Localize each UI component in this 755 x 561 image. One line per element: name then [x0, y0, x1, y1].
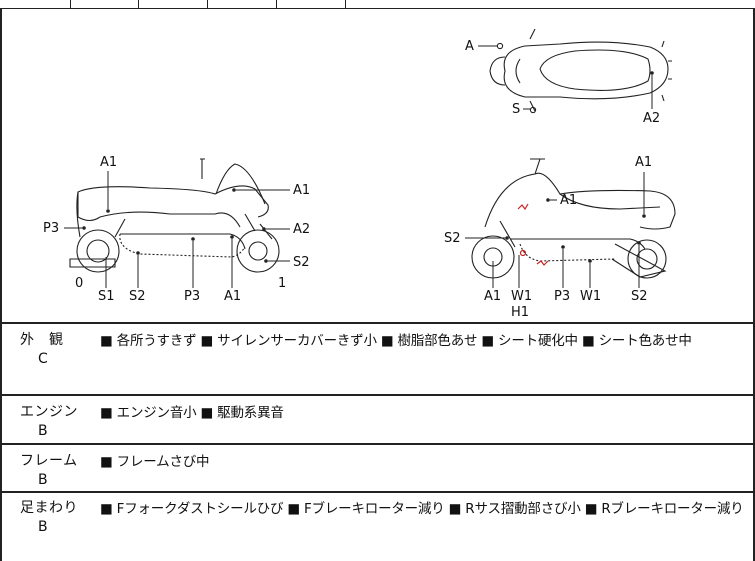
label-S2-bottom: S2 — [129, 289, 146, 304]
section-engine-items: ■ エンジン音小 ■ 駆動系異音 — [100, 405, 284, 421]
label-W1-bottom-right-1: W1 — [511, 289, 532, 304]
callout-P3-left: P3 — [43, 221, 59, 236]
section-engine-grade: B — [38, 423, 48, 439]
right-view-damage-marks — [517, 203, 549, 266]
header-table-strip — [0, 0, 755, 9]
label-A1-bottom: A1 — [224, 289, 241, 304]
section-frame-label: フレーム — [20, 453, 78, 469]
section-exterior-items: ■ 各所うすきず ■ サイレンサーカバーきず小 ■ 樹脂部色あせ ■ シート硬化… — [100, 333, 692, 349]
section-exterior-grade: C — [38, 351, 48, 367]
right-view-callouts: A1 A1 S2 A1 W1 H1 P3 W1 S2 — [444, 155, 652, 320]
label-P3-bottom-right: P3 — [554, 289, 570, 304]
label-A1-bottom-right: A1 — [484, 289, 501, 304]
section-engine-label: エンジン — [20, 404, 78, 420]
section-exterior-label: 外 観 — [20, 332, 64, 348]
label-S1: S1 — [98, 289, 115, 304]
top-view-callouts: A S A2 — [465, 39, 660, 126]
scooter-right-view — [471, 158, 676, 279]
label-S2-bottom-right: S2 — [631, 289, 648, 304]
section-frame-items: ■ フレームさび中 — [100, 454, 210, 470]
label-W1-bottom-right-2: W1 — [580, 289, 601, 304]
label-0: 0 — [75, 276, 83, 291]
section-suspension-grade: B — [38, 519, 48, 535]
callout-A1-mid-right: A1 — [560, 193, 577, 208]
condition-diagram: A S A2 — [0, 9, 755, 322]
callout-A2: A2 — [643, 111, 660, 126]
label-H1: H1 — [511, 305, 529, 320]
section-suspension-items: ■ Fフォークダストシールひび ■ Fブレーキローター減り ■ Rサス摺動部さび… — [100, 501, 744, 517]
label-1: 1 — [278, 276, 286, 291]
callout-A: A — [465, 39, 474, 54]
callout-S2-right: S2 — [444, 231, 461, 246]
callout-A1-right: A1 — [293, 183, 310, 198]
left-view-callouts: A1 P3 A1 A2 S2 0 S1 S2 — [43, 155, 310, 304]
callout-S: S — [512, 102, 520, 117]
callout-A2-left: A2 — [293, 222, 310, 237]
scooter-top-view — [489, 28, 672, 114]
callout-A1-upper: A1 — [100, 155, 117, 170]
callout-A1-upper-right: A1 — [635, 155, 652, 170]
callout-S2-left: S2 — [293, 255, 310, 270]
section-frame-grade: B — [38, 472, 48, 488]
section-suspension-label: 足まわり — [20, 500, 78, 516]
label-P3-bottom: P3 — [184, 289, 200, 304]
scooter-left-view — [69, 158, 280, 273]
